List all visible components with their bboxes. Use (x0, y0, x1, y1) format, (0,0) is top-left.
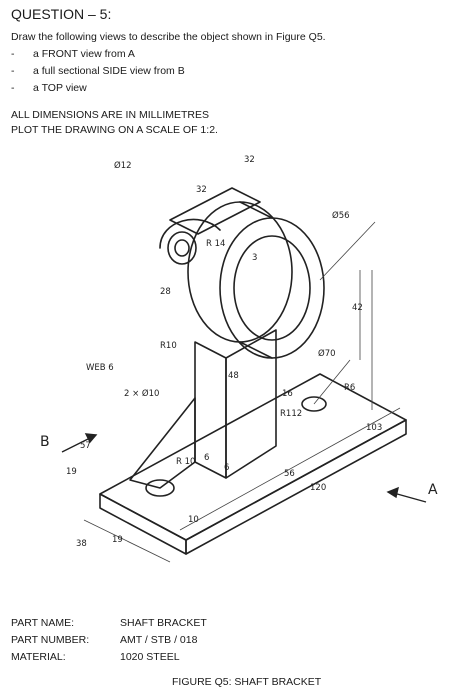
material-value: 1020 STEEL (120, 651, 180, 663)
label-r112: R112 (280, 409, 302, 419)
top-lug (169, 187, 261, 235)
part-number-label: PART NUMBER: (11, 634, 90, 646)
views-list: -a FRONT view from A -a full sectional S… (11, 46, 185, 97)
dimensions-note: ALL DIMENSIONS ARE IN MILLIMETRES (11, 109, 209, 121)
label-dim38: 38 (76, 539, 87, 549)
label-dia12: Ø12 (114, 160, 132, 171)
label-r6: R6 (344, 383, 355, 393)
label-holes: 2 × Ø10 (124, 388, 159, 399)
view-top-label: a TOP view (33, 82, 87, 94)
label-dim19a: 19 (66, 467, 77, 477)
support-column (194, 341, 227, 479)
label-dim3: 3 (252, 253, 257, 263)
label-dim6b: 6 (224, 463, 229, 473)
label-web: WEB 6 (86, 363, 114, 373)
view-item: -a FRONT view from A (11, 48, 135, 60)
label-dim48: 48 (228, 371, 239, 381)
label-r10b: R 10 (176, 457, 195, 467)
web-rib (129, 397, 196, 489)
label-dim6a: 6 (204, 453, 209, 463)
boss-outer-front (219, 217, 325, 359)
material-row: MATERIAL: 1020 STEEL (11, 649, 207, 666)
label-dim32a: 32 (196, 185, 207, 195)
label-dim28: 28 (160, 287, 171, 297)
part-name-value: SHAFT BRACKET (120, 617, 207, 629)
base-plate-front (99, 493, 187, 555)
base-plate-side (185, 419, 407, 555)
view-item: -a full sectional SIDE view from B (11, 65, 185, 77)
label-dim56: 56 (284, 469, 295, 479)
part-info: PART NAME: SHAFT BRACKET PART NUMBER: AMT … (11, 615, 207, 666)
question-title: QUESTION – 5: (11, 6, 112, 22)
label-dim32b: 32 (244, 155, 255, 165)
view-side-label: a full sectional SIDE view from B (33, 65, 185, 77)
lug-hole (167, 231, 197, 265)
label-dim120: 120 (310, 483, 326, 493)
label-dia56: Ø56 (332, 210, 350, 221)
view-item: -a TOP view (11, 82, 87, 94)
part-name-label: PART NAME: (11, 617, 75, 629)
label-dim10: 10 (188, 515, 199, 525)
view-front-label: a FRONT view from A (33, 48, 135, 60)
label-arrow-b: B (40, 434, 50, 450)
part-name-row: PART NAME: SHAFT BRACKET (11, 615, 207, 632)
material-label: MATERIAL: (11, 651, 66, 663)
label-dim42: 42 (352, 303, 363, 313)
part-number-value: AMT / STB / 018 (120, 634, 198, 646)
instruction-text: Draw the following views to describe the… (11, 31, 326, 43)
mounting-hole-front (145, 479, 175, 497)
mounting-hole-rear (301, 396, 327, 412)
part-number-row: PART NUMBER: AMT / STB / 018 (11, 632, 207, 649)
label-arrow-a: A (428, 482, 438, 498)
scale-note: PLOT THE DRAWING ON A SCALE OF 1:2. (11, 124, 218, 136)
support-column-side (225, 329, 277, 479)
shaft-bracket-drawing: Ø12 32 32 R 14 Ø56 3 28 R10 42 Ø70 WEB 6… (40, 155, 438, 563)
label-dim103: 103 (366, 423, 382, 433)
label-dim57: 57 (80, 441, 91, 451)
label-r14: R 14 (206, 239, 225, 249)
label-dim19b: 19 (112, 535, 123, 545)
figure-caption: FIGURE Q5: SHAFT BRACKET (172, 676, 322, 688)
boss-outer-back (187, 201, 293, 343)
boss-bore (233, 235, 311, 341)
label-dia70: Ø70 (318, 348, 336, 359)
label-dim16: 16 (282, 389, 293, 399)
label-r10a: R10 (160, 341, 177, 351)
